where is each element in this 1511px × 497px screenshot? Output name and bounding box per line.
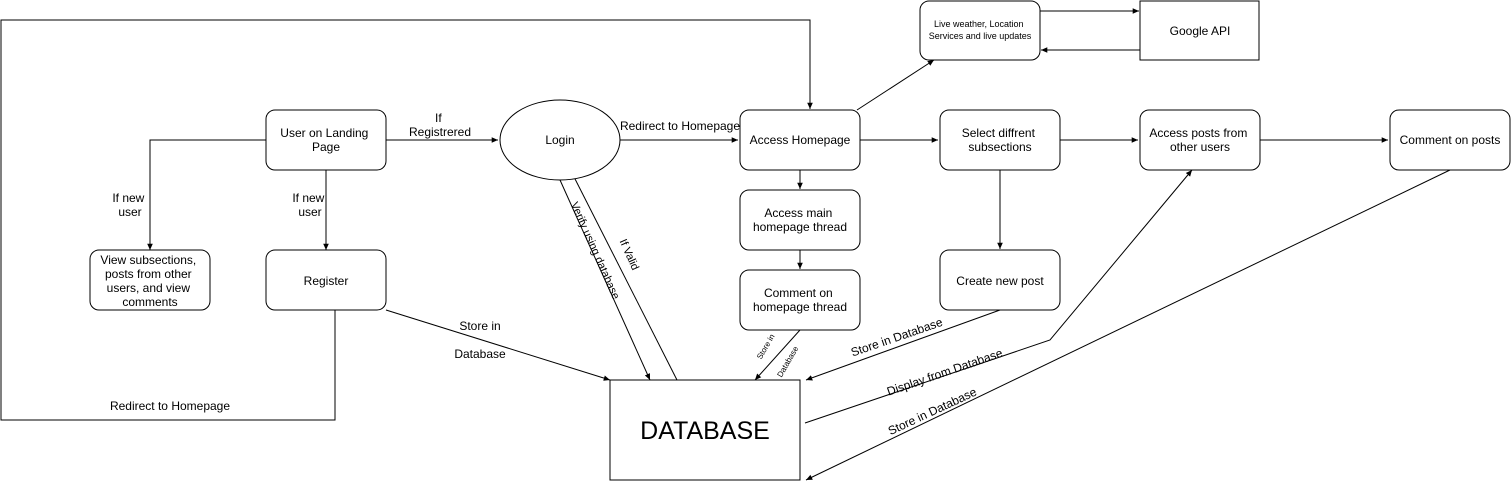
edge-label-line: If new (112, 191, 144, 205)
weather-line: Services and live updates (929, 31, 1032, 41)
login-label: Login (545, 133, 574, 147)
comment-posts-label: Comment on posts (1400, 133, 1501, 147)
node-access-main-thread: Access main homepage thread (739, 189, 861, 251)
node-view-subsections: View subsections, posts from other users… (89, 249, 211, 311)
node-user-landing-page: User on Landing Page (265, 109, 387, 171)
landing-line: User on Landing (280, 126, 368, 140)
node-database: DATABASE (609, 379, 801, 481)
select-sub-line: subsections (968, 140, 1031, 154)
svg-text:Comment on homepage thre: Comment on homepage thread (753, 286, 847, 314)
view-subsections-line: comments (122, 295, 177, 309)
svg-text:View subsections, posts: View subsections, posts from other users… (100, 253, 199, 309)
edge-label-line: Registrered (409, 125, 471, 139)
edge-comment-thread-to-database (754, 329, 801, 381)
edge-label-redirect-homepage: Redirect to Homepage (620, 119, 740, 133)
view-subsections-line: posts from other (105, 267, 192, 281)
edge-label-store-in-database: Database (454, 347, 506, 361)
edge-label-line: If (435, 111, 442, 125)
edge-label-store-small: Database (775, 344, 800, 379)
edge-database-to-login (571, 172, 678, 381)
view-subsections-line: users, and view (107, 281, 191, 295)
access-posts-line: Access posts from (1149, 126, 1247, 140)
edge-database-to-access-posts (804, 169, 1193, 424)
edge-comment-posts-to-database (805, 169, 1451, 481)
edge-label-store-small: Store in (755, 333, 777, 361)
edge-create-post-to-database (805, 309, 1001, 381)
svg-text:Select diffrent subsecti: Select diffrent subsections (962, 126, 1039, 154)
edge-label-display-from-database: Display from Database (885, 346, 1005, 399)
comment-thread-line: homepage thread (753, 300, 847, 314)
svg-text:Access main homepage thr: Access main homepage thread (753, 206, 847, 234)
edge-landing-to-view-subsections (147, 139, 266, 250)
node-register: Register (265, 249, 387, 311)
view-subsections-line: View subsections, (100, 253, 196, 267)
node-create-new-post: Create new post (939, 249, 1061, 311)
select-sub-line: Select diffrent (962, 126, 1036, 140)
landing-line: Page (312, 140, 340, 154)
node-comment-on-posts: Comment on posts (1389, 109, 1511, 171)
database-label: DATABASE (640, 417, 770, 445)
node-login: Login (499, 99, 621, 181)
edge-label-if-registered: If Registrered (409, 111, 471, 139)
edge-label-store-create: Store in Database (849, 315, 945, 360)
edge-homepage-to-weather (856, 59, 935, 111)
edge-label-redirect-homepage: Redirect to Homepage (110, 399, 230, 413)
edge-label-line: user (118, 205, 141, 219)
svg-text:User on Landing Page: User on Landing Page (280, 126, 371, 154)
create-post-label: Create new post (956, 274, 1044, 288)
edge-label-line: user (298, 205, 321, 219)
edge-label-if-new-user: If new user (292, 191, 327, 219)
node-comment-homepage-thread: Comment on homepage thread (739, 269, 861, 331)
node-google-api: Google API (1139, 0, 1260, 61)
weather-line: Live weather, Location (934, 19, 1024, 29)
edge-label-line: If new (292, 191, 324, 205)
edge-label-store-in-database: Store in (459, 319, 500, 333)
svg-text:Access posts from other: Access posts from other users (1149, 126, 1250, 154)
main-thread-line: Access main (764, 206, 832, 220)
node-select-subsections: Select diffrent subsections (939, 109, 1061, 171)
edge-label-if-new-user: If new user (112, 191, 147, 219)
edge-label-if-valid: If Valid (617, 237, 641, 272)
register-label: Register (304, 274, 349, 288)
node-access-homepage: Access Homepage (739, 109, 861, 171)
access-posts-line: other users (1170, 140, 1230, 154)
edge-register-to-database (385, 309, 611, 381)
access-homepage-label: Access Homepage (750, 133, 851, 147)
edge-login-to-database (559, 179, 651, 381)
edge-register-redirect-to-homepage (0, 19, 813, 421)
node-access-posts: Access posts from other users (1139, 109, 1261, 171)
main-thread-line: homepage thread (753, 220, 847, 234)
node-live-weather: Live weather, Location Services and live… (919, 0, 1041, 61)
comment-thread-line: Comment on (764, 286, 833, 300)
edge-label-verify-database: Verify using database (568, 200, 622, 301)
svg-text:Live weather, Location S: Live weather, Location Services and live… (929, 19, 1032, 41)
google-api-label: Google API (1170, 24, 1231, 38)
